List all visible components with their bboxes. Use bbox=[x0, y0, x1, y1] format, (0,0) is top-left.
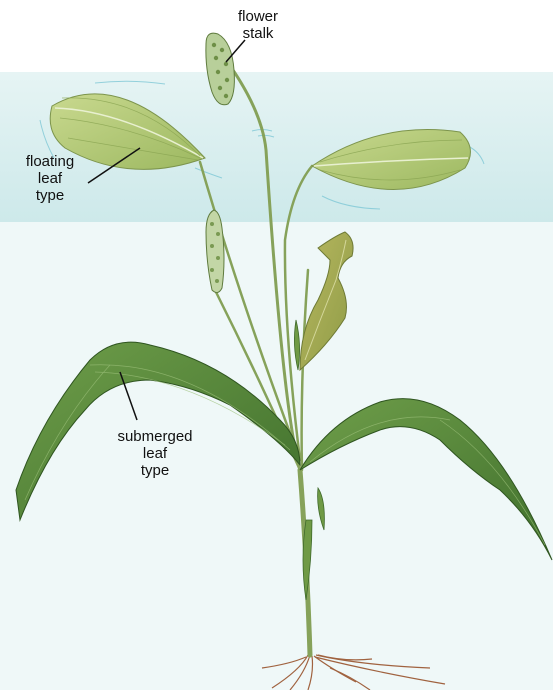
flower-stalk-label: flower stalk bbox=[230, 8, 286, 42]
floating-leaf-label: floating leaf type bbox=[20, 153, 80, 204]
submerged-leaf-label: submerged leaf type bbox=[110, 428, 200, 479]
